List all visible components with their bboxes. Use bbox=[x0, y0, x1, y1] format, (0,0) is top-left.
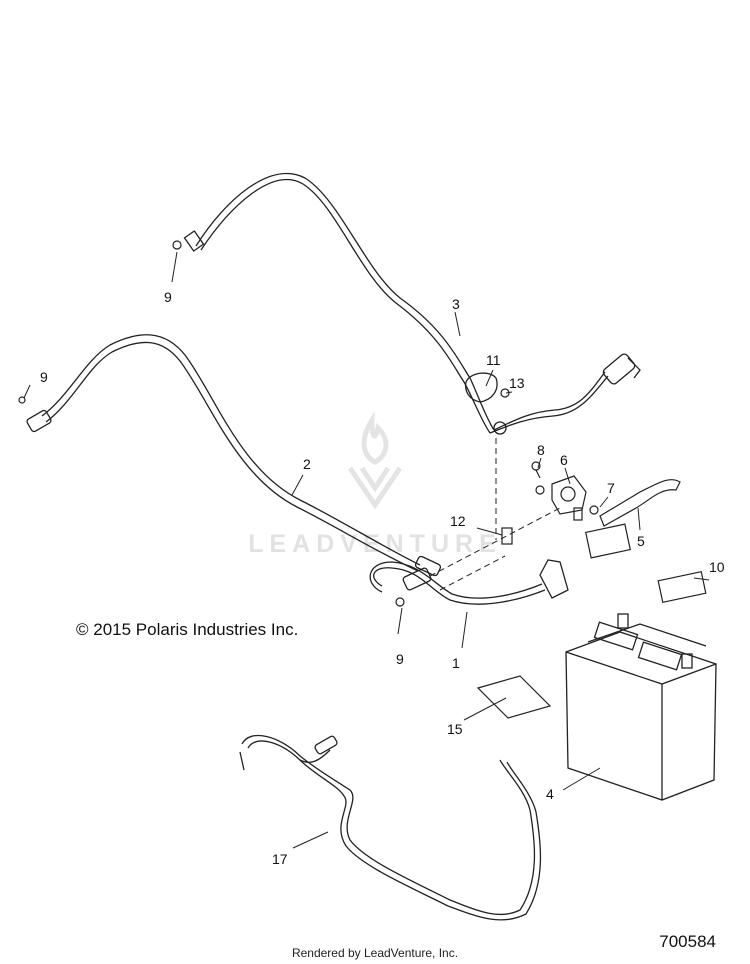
callout-13: 13 bbox=[509, 375, 525, 391]
rendered-by-text: Rendered by LeadVenture, Inc. bbox=[291, 946, 459, 960]
label-ten bbox=[657, 570, 707, 604]
callout-3: 3 bbox=[452, 296, 460, 312]
callout-1: 1 bbox=[452, 655, 460, 671]
negative-cable bbox=[369, 559, 569, 605]
positive-cable bbox=[183, 172, 641, 434]
callout-5: 5 bbox=[637, 533, 645, 549]
callout-7: 7 bbox=[607, 480, 615, 496]
label-fifteen bbox=[476, 675, 552, 719]
callout-11: 11 bbox=[486, 352, 501, 368]
drawing-number: 700584 bbox=[659, 932, 716, 951]
callout-10: 10 bbox=[709, 559, 725, 575]
battery-part bbox=[565, 613, 717, 801]
callout-8: 8 bbox=[537, 442, 545, 458]
watermark-text: LEADVENTURE bbox=[248, 530, 502, 558]
cable-two bbox=[26, 334, 442, 577]
callout-6: 6 bbox=[560, 452, 568, 468]
bolt-part bbox=[501, 527, 513, 545]
strap-part bbox=[585, 479, 681, 559]
nut-parts bbox=[18, 240, 510, 607]
leadventure-logo-icon bbox=[347, 410, 403, 510]
callout-2: 2 bbox=[303, 456, 311, 472]
vent-hose bbox=[239, 734, 542, 921]
callout-9a: 9 bbox=[164, 289, 172, 305]
copyright-text: © 2015 Polaris Industries Inc. bbox=[76, 620, 299, 639]
callout-15: 15 bbox=[447, 721, 463, 737]
callout-12: 12 bbox=[450, 513, 466, 529]
alignment-lines bbox=[429, 438, 561, 591]
callout-9c: 9 bbox=[396, 651, 404, 667]
leader-lines bbox=[23, 251, 710, 849]
boot-part bbox=[464, 372, 507, 435]
callout-4: 4 bbox=[546, 786, 554, 802]
callout-17: 17 bbox=[272, 851, 288, 867]
relay-part bbox=[531, 461, 587, 521]
callout-9b: 9 bbox=[40, 369, 48, 385]
